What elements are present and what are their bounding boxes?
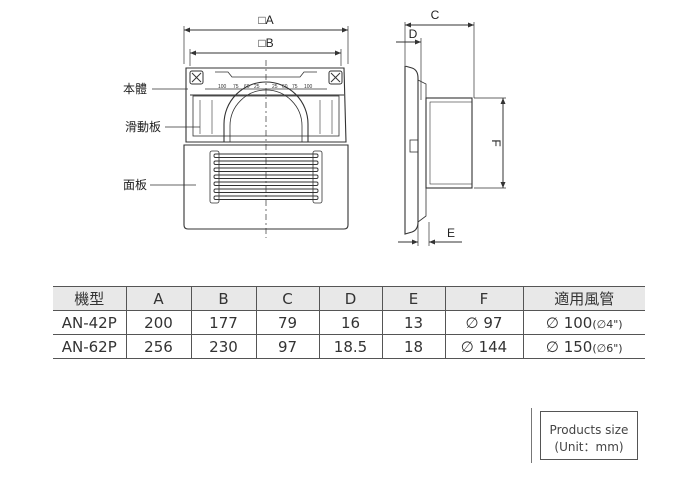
scale-mark: 75 <box>233 84 239 90</box>
scale-mark: 60 <box>282 84 288 90</box>
scale-mark: 100 <box>218 84 227 90</box>
part-label-body: 本體 <box>123 82 147 96</box>
products-size-note: Products size (Unit：mm) <box>540 411 638 460</box>
scale-mark: 25 <box>254 84 260 90</box>
duct-size: ∅ 150 <box>545 337 593 356</box>
scale-mark: 60 <box>244 84 250 90</box>
table-header-row: 機型 A B C D E F 適用風管 <box>53 286 645 311</box>
note-line-2: (Unit：mm) <box>554 440 624 454</box>
specification-table: 機型 A B C D E F 適用風管 AN-42P 200 177 79 16… <box>53 286 645 359</box>
column-header-a: A <box>125 286 191 311</box>
part-label-slider: 滑動板 <box>125 120 161 134</box>
duct-size: ∅ 100 <box>545 313 593 332</box>
column-header-f: F <box>444 286 523 311</box>
column-header-model: 機型 <box>53 286 126 311</box>
scale-mark: 100 <box>304 84 313 90</box>
cell-duct: ∅ 100(∅4") <box>522 310 645 335</box>
product-dimension-drawing: □A □B C D E F 本體 滑動板 面板 100 75 60 25 25 … <box>123 8 506 246</box>
column-header-c: C <box>255 286 319 311</box>
dimension-f-label: F <box>489 139 503 146</box>
cell-e: 13 <box>381 310 445 335</box>
dimension-c-label: C <box>431 8 440 22</box>
cell-d: 18.5 <box>318 334 382 359</box>
cell-a: 200 <box>125 310 191 335</box>
column-header-b: B <box>190 286 256 311</box>
table-row: AN-42P 200 177 79 16 13 ∅ 97 ∅ 100(∅4") <box>53 310 645 335</box>
column-header-d: D <box>318 286 382 311</box>
duct-size-inch: (∅4") <box>592 317 623 331</box>
cell-c: 97 <box>255 334 319 359</box>
table-row: AN-62P 256 230 97 18.5 18 ∅ 144 ∅ 150(∅6… <box>53 334 645 359</box>
cell-duct: ∅ 150(∅6") <box>522 334 645 359</box>
cell-d: 16 <box>318 310 382 335</box>
dimension-a-label: □A <box>258 13 273 27</box>
column-header-e: E <box>381 286 445 311</box>
cell-b: 177 <box>190 310 256 335</box>
dimension-d-label: D <box>409 27 418 41</box>
cell-e: 18 <box>381 334 445 359</box>
cell-model: AN-42P <box>53 310 126 335</box>
cell-f: ∅ 97 <box>444 310 523 335</box>
scale-mark: 75 <box>292 84 298 90</box>
part-label-panel: 面板 <box>123 178 147 192</box>
cell-a: 256 <box>125 334 191 359</box>
cell-b: 230 <box>190 334 256 359</box>
duct-size-inch: (∅6") <box>592 341 623 355</box>
cell-f: ∅ 144 <box>444 334 523 359</box>
cell-c: 79 <box>255 310 319 335</box>
note-line-1: Products size <box>549 423 629 437</box>
column-header-duct: 適用風管 <box>522 286 645 311</box>
cell-model: AN-62P <box>53 334 126 359</box>
dimension-b-label: □B <box>258 36 273 50</box>
note-divider <box>531 408 532 463</box>
dimension-e-label: E <box>447 226 455 240</box>
scale-mark: 25 <box>272 84 278 90</box>
